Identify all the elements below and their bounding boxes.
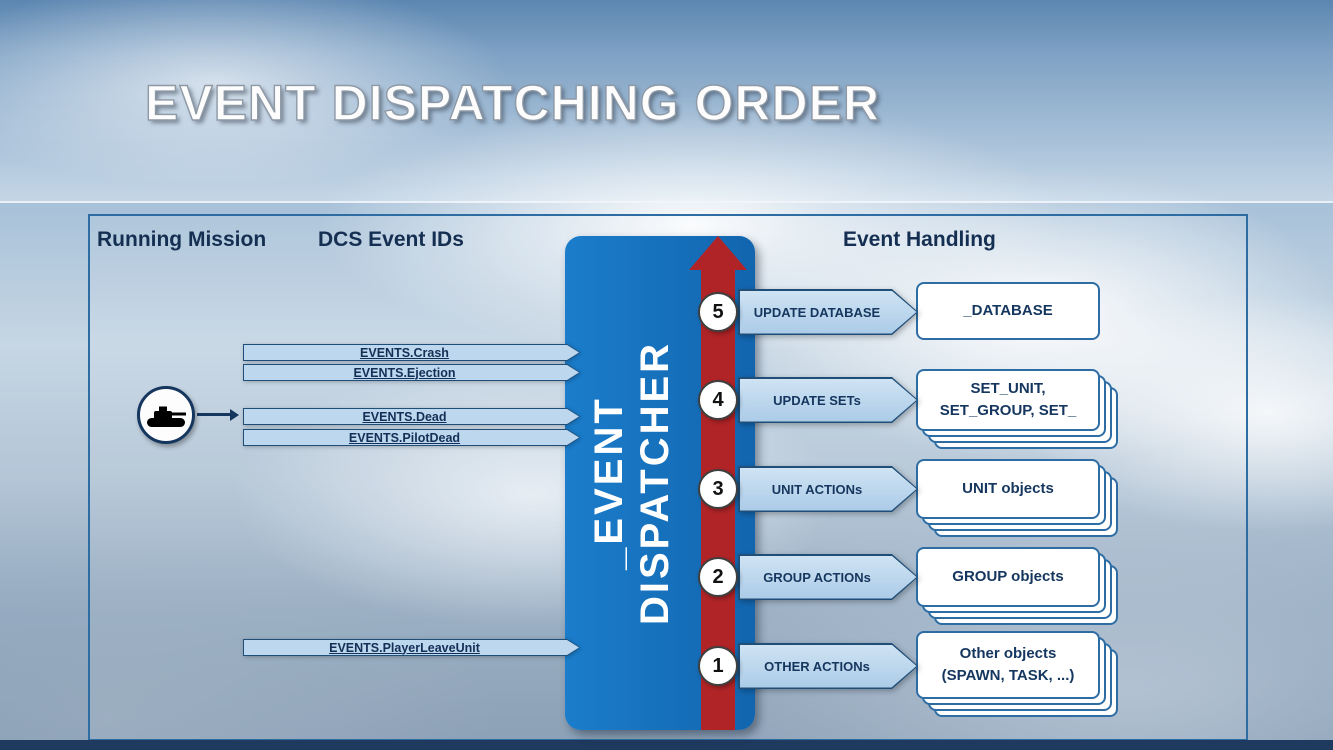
action-arrow-label: GROUP ACTIONs <box>763 569 871 585</box>
target-box-unit-objects: UNIT objects <box>916 459 1118 537</box>
event-arrow-ejection: EVENTS.Ejection <box>243 364 580 381</box>
step-circle-4: 4 <box>698 380 738 420</box>
target-box-other-objects: Other objects (SPAWN, TASK, ...) <box>916 631 1118 717</box>
step-circle-1: 1 <box>698 646 738 686</box>
footer-bar <box>0 740 1333 750</box>
action-arrow-unit-actions: UNIT ACTIONs <box>738 466 918 512</box>
column-header-dcs-event-ids: DCS Event IDs <box>318 228 464 251</box>
target-box-group-objects: GROUP objects <box>916 547 1118 625</box>
dispatcher-label-line1: _EVENT <box>587 396 631 570</box>
action-arrow-label: UPDATE SETs <box>773 392 861 408</box>
action-arrow-label: OTHER ACTIONs <box>764 658 870 674</box>
event-arrow-label: EVENTS.PlayerLeaveUnit <box>329 640 480 655</box>
arrow-fill <box>740 291 917 334</box>
arrow-fill <box>740 468 917 511</box>
step-circle-2: 2 <box>698 557 738 597</box>
tank-icon <box>147 406 186 427</box>
action-arrow-other-actions: OTHER ACTIONs <box>738 643 918 689</box>
arrow-fill <box>740 556 917 599</box>
event-arrow-crash: EVENTS.Crash <box>243 344 580 361</box>
column-header-event-handling: Event Handling <box>843 228 996 251</box>
arrow-fill <box>244 409 579 424</box>
dispatcher-label-line2: DISPATCHER <box>633 340 677 626</box>
unit-to-events-arrow <box>197 408 239 421</box>
target-box-label: GROUP objects <box>916 547 1100 607</box>
arrow-fill <box>244 365 579 380</box>
action-arrow-update-database: UPDATE DATABASE <box>738 289 918 335</box>
slide-title: EVENT DISPATCHING ORDER <box>144 74 881 131</box>
action-arrow-label: UNIT ACTIONs <box>771 481 863 497</box>
arrow-fill <box>740 645 917 688</box>
target-box-label: UNIT objects <box>916 459 1100 519</box>
arrow-fill <box>244 640 579 655</box>
action-arrow-update-sets: UPDATE SETs <box>738 377 918 423</box>
event-arrow-label: EVENTS.Dead <box>362 409 447 424</box>
step-circle-5: 5 <box>698 292 738 332</box>
title-band <box>0 0 1333 203</box>
event-arrow-pilotdead: EVENTS.PilotDead <box>243 429 580 446</box>
target-box-label: Other objects (SPAWN, TASK, ...) <box>916 631 1100 699</box>
arrow-fill <box>740 379 917 422</box>
target-box-database: _DATABASE <box>916 282 1100 340</box>
arrow-fill <box>244 345 579 360</box>
step-circle-3: 3 <box>698 469 738 509</box>
column-header-running-mission: Running Mission <box>97 228 267 251</box>
event-arrow-playerleaveunit: EVENTS.PlayerLeaveUnit <box>243 639 580 656</box>
unit-icon-circle <box>137 386 195 444</box>
target-box-sets: SET_UNIT, SET_GROUP, SET_ <box>916 369 1118 449</box>
event-arrow-label: EVENTS.Ejection <box>353 365 456 380</box>
target-box-label: _DATABASE <box>916 282 1100 340</box>
action-arrow-label: UPDATE DATABASE <box>753 304 881 320</box>
event-arrow-label: EVENTS.Crash <box>360 345 449 360</box>
arrow-fill <box>244 430 579 445</box>
event-arrow-dead: EVENTS.Dead <box>243 408 580 425</box>
event-arrow-label: EVENTS.PilotDead <box>348 430 461 445</box>
event-dispatcher-label: _EVENT DISPATCHER <box>565 236 699 730</box>
action-arrow-group-actions: GROUP ACTIONs <box>738 554 918 600</box>
target-box-label: SET_UNIT, SET_GROUP, SET_ <box>916 369 1100 431</box>
